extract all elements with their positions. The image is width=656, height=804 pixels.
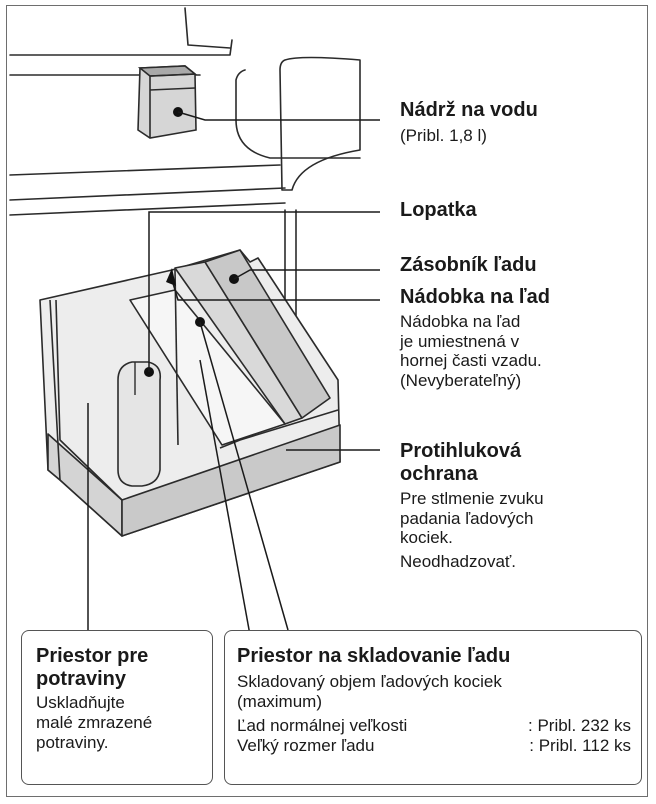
- ice-storage-label: Zásobník ľadu: [400, 254, 537, 276]
- leader-ice-area-2: [199, 359, 251, 636]
- ice-tray-arrow: [166, 268, 176, 286]
- noise-guard-line-1: Pre stlmenie zvuku: [400, 489, 544, 508]
- ice-tray-line-2: je umiestnená v: [400, 331, 520, 351]
- door-liner-inner: [235, 69, 361, 159]
- ice-normal-label: Ľad normálnej veľkosti: [237, 716, 408, 735]
- ice-tray-line-3: hornej časti vzadu.: [400, 351, 542, 371]
- shelf-edge-4: [9, 202, 286, 216]
- food-storage-line-2: malé zmrazené: [36, 713, 153, 732]
- noise-guard-label-1: Protihluková: [400, 440, 522, 462]
- ice-storage-box-title: Priestor na skladovanie ľadu: [237, 645, 511, 667]
- door-liner: [279, 56, 361, 191]
- water-tank-label: Nádrž na vodu: [400, 99, 538, 121]
- noise-guard-line-4: Neodhadzovať.: [400, 551, 517, 571]
- food-storage-title-1: Priestor pre: [36, 645, 149, 667]
- ice-normal-value: : Pribl. 232 ks: [528, 716, 631, 735]
- ice-capacity-row-large: Veľký rozmer ľadu : Pribl. 112 ks: [237, 736, 631, 756]
- ice-storage-desc-1: Skladovaný objem ľadových kociek: [237, 672, 502, 691]
- food-storage-line-3: potraviny.: [36, 733, 109, 752]
- food-storage-title-2: potraviny: [36, 668, 127, 690]
- noise-guard-line-2: padania ľadových: [400, 508, 534, 528]
- ice-tray-label: Nádobka na ľad: [400, 286, 550, 308]
- ice-large-value: : Pribl. 112 ks: [529, 736, 631, 755]
- ice-large-label: Veľký rozmer ľadu: [237, 736, 375, 755]
- upper-shelf-outline: [9, 7, 233, 56]
- leader-ice-storage: [233, 269, 380, 280]
- callout-water-tank: Nádrž na vodu (Pribl. 1,8 l): [400, 99, 538, 146]
- ice-bin-shape: [39, 249, 341, 537]
- shelf-edge-2: [9, 164, 281, 176]
- water-tank-capacity: (Pribl. 1,8 l): [400, 126, 487, 145]
- leader-water-tank: [177, 111, 380, 121]
- leader-ice-area-1: [199, 321, 289, 631]
- ice-tray-line-4: (Nevyberateľný): [400, 370, 522, 390]
- water-tank-shape: [137, 65, 198, 139]
- ice-storage-desc-2: (maximum): [237, 692, 322, 711]
- ice-storage-box: Priestor na skladovanie ľadu Skladovaný …: [224, 630, 642, 785]
- ice-tray-line-1: Nádobka na ľad: [400, 312, 521, 331]
- ice-capacity-row-normal: Ľad normálnej veľkosti : Pribl. 232 ks: [237, 716, 631, 736]
- callout-noise-guard: Protihluková ochrana Pre stlmenie zvuku …: [400, 440, 544, 571]
- leader-scoop: [148, 211, 380, 372]
- scoop-label: Lopatka: [400, 199, 477, 221]
- food-storage-line-1: Uskladňujte: [36, 693, 125, 712]
- shelf-edge-3: [9, 187, 286, 201]
- leader-ice-tray: [171, 279, 380, 301]
- noise-guard-line-3: kociek.: [400, 528, 453, 548]
- callout-ice-tray: Nádobka na ľad Nádobka na ľad je umiestn…: [400, 286, 550, 390]
- food-storage-box: Priestor pre potraviny Uskladňujte malé …: [21, 630, 213, 785]
- noise-guard-label-2: ochrana: [400, 463, 478, 485]
- scoop-shape: [117, 361, 162, 487]
